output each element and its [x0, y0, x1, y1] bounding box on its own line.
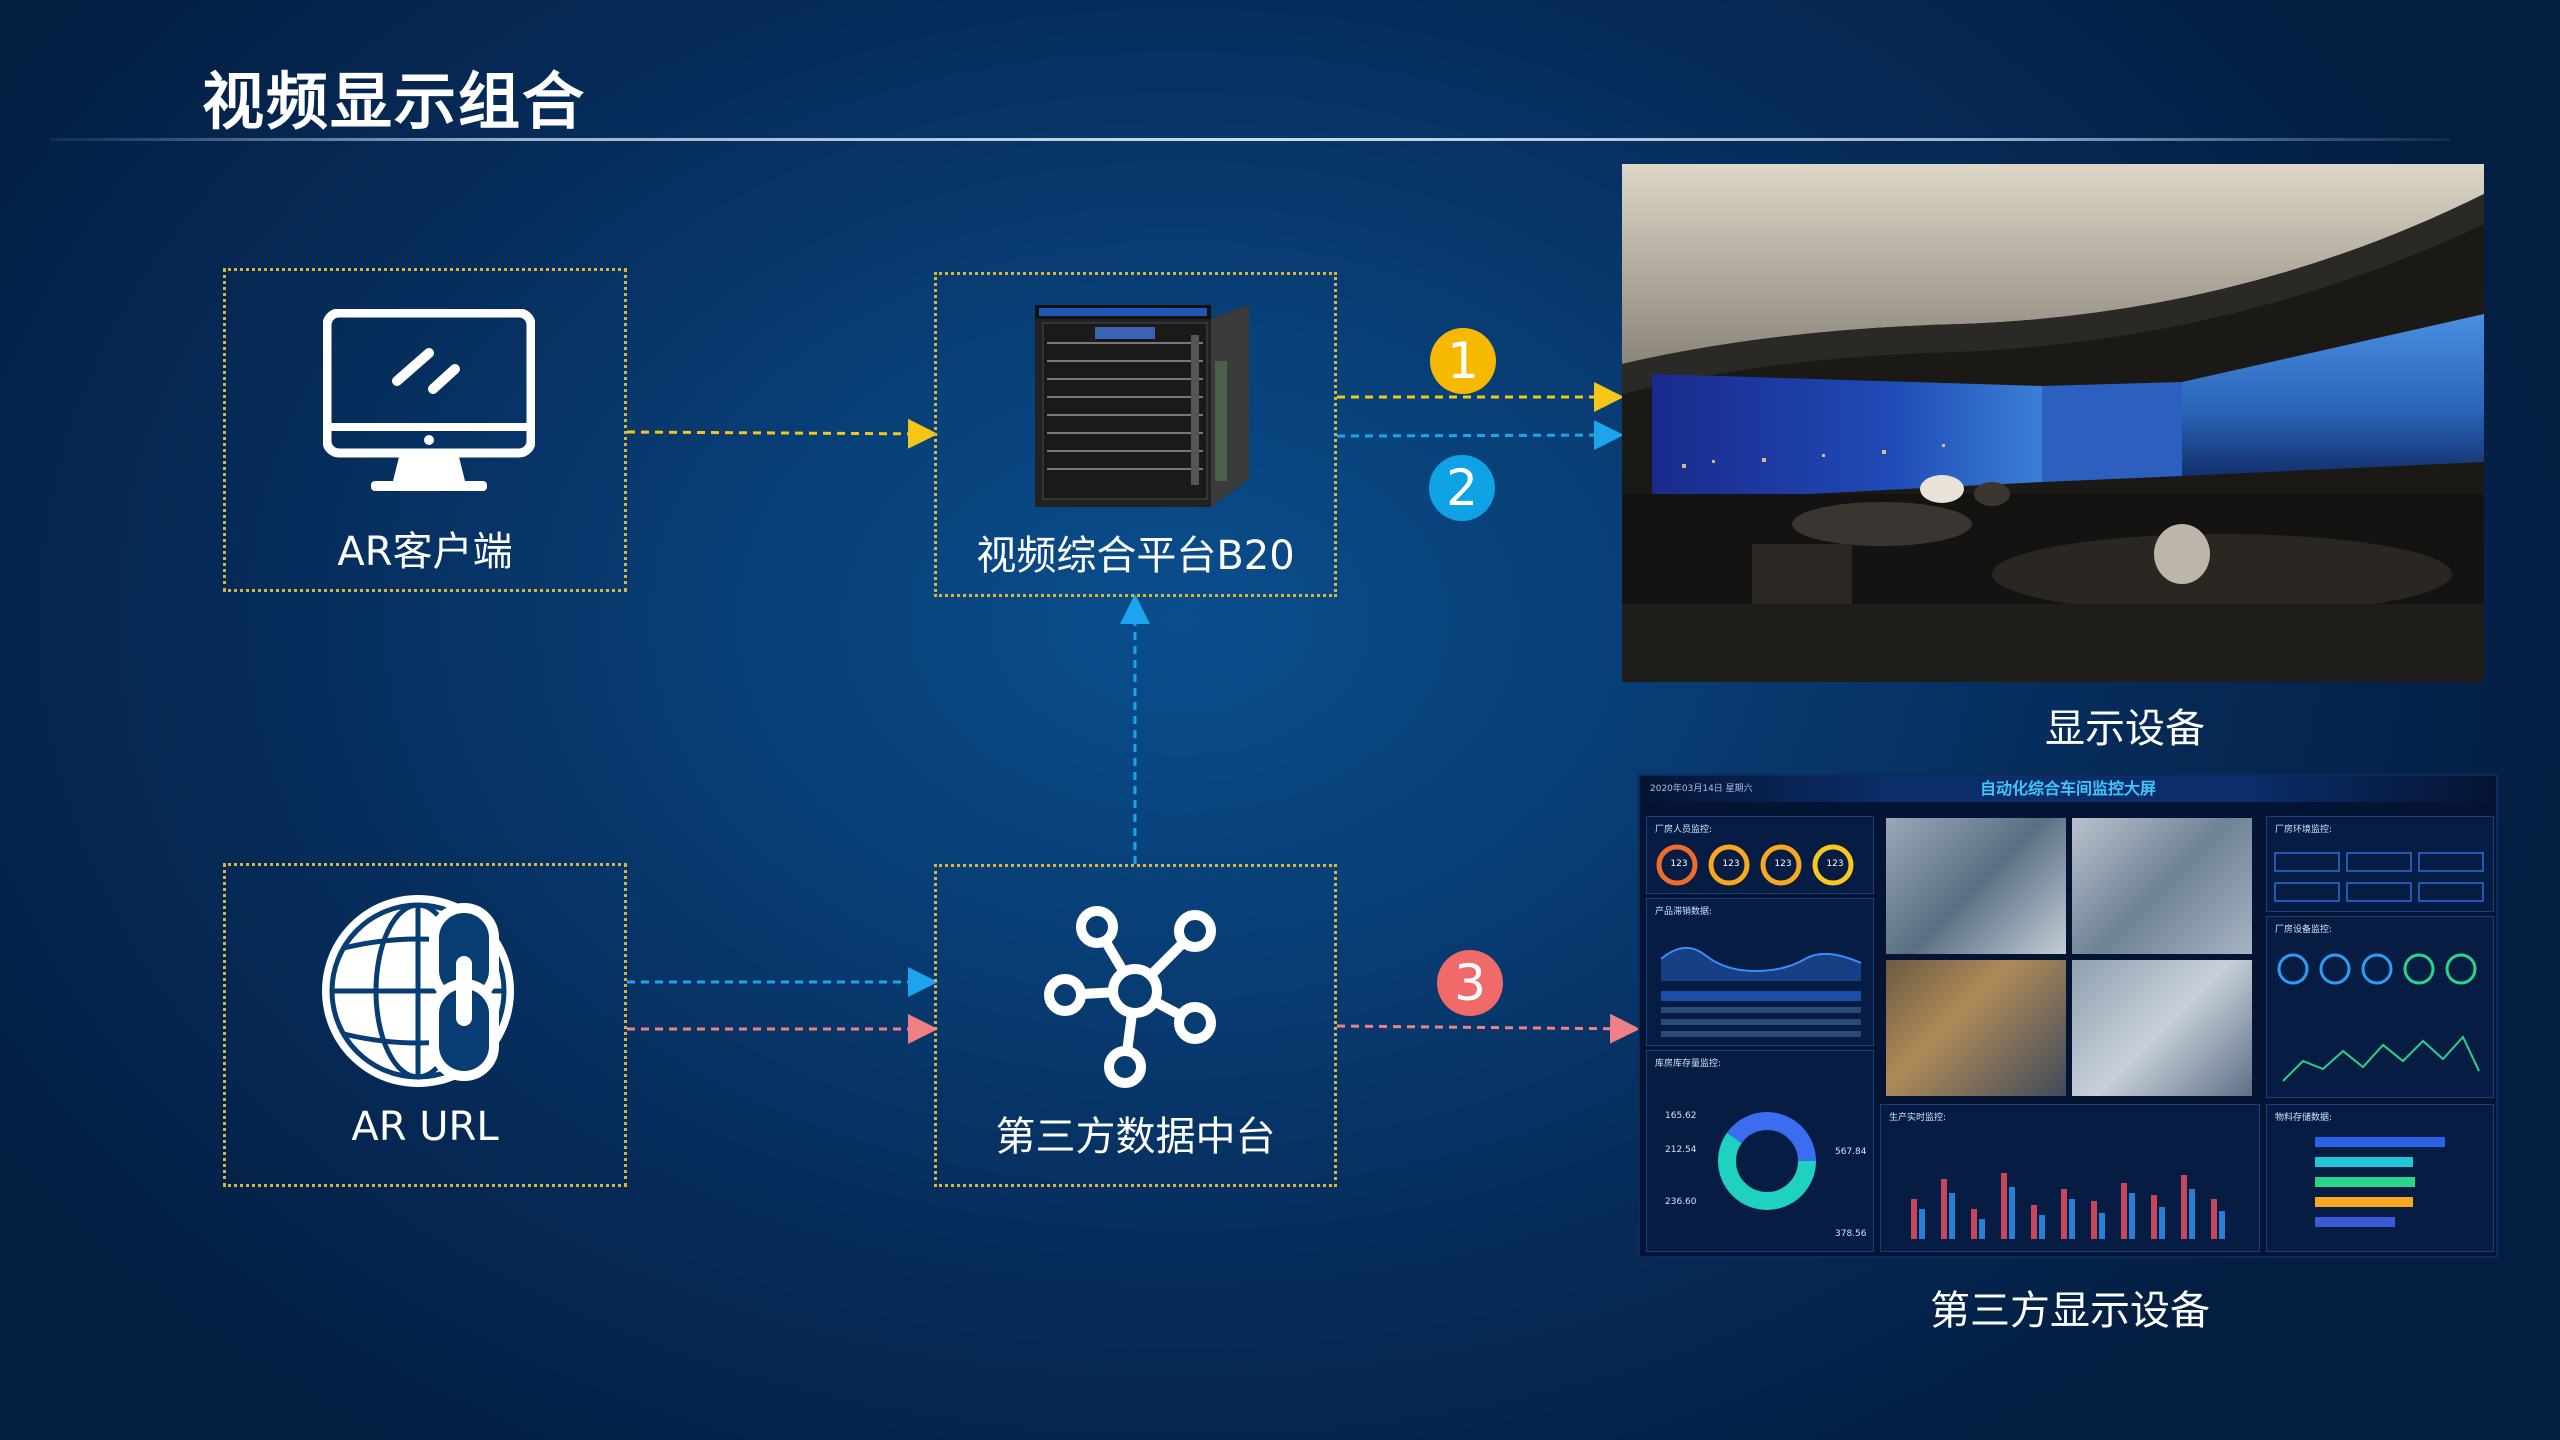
donut-label-5: 378.56 [1835, 1229, 1867, 1239]
data-center-label: 第三方数据中台 [995, 1114, 1276, 1160]
equipment-panel: 厂房设备监控: [2266, 916, 2494, 1098]
donut-label-2: 212.54 [1665, 1145, 1697, 1155]
env-panel: 厂房环境监控: [2266, 816, 2494, 912]
gauge-value-2: 123 [1722, 859, 1740, 869]
donut-label-4: 567.84 [1835, 1147, 1867, 1157]
arrow-platform-to-display-2 [1336, 420, 1624, 451]
product-panel-title: 产品滞销数据: [1655, 907, 1713, 917]
camera-feed-3 [1886, 960, 2066, 1096]
ar-client-label: AR客户端 [337, 529, 513, 575]
platform-node: 视频综合平台B20 [934, 272, 1337, 597]
third-display-caption: 第三方显示设备 [1930, 1288, 2210, 1334]
display-device-caption: 显示设备 [2045, 706, 2205, 752]
ar-client-node: AR客户端 [223, 268, 627, 592]
monitor-icon [323, 309, 535, 491]
personnel-panel-title: 厂房人员监控: [1655, 825, 1713, 835]
platform-label: 视频综合平台B20 [976, 533, 1295, 579]
network-hub-icon [1044, 906, 1216, 1088]
title-underline [50, 138, 2450, 141]
badge-2: 2 [1429, 455, 1495, 521]
ar-url-node: AR URL [223, 863, 627, 1187]
arrow-datacenter-to-third-display [1336, 1013, 1640, 1044]
arrow-arclient-to-platform [626, 418, 938, 449]
third-party-dashboard: 自动化综合车间监控大屏 2020年03月14日 星期六 厂房人员监控: 123 … [1638, 774, 2498, 1258]
data-center-node: 第三方数据中台 [934, 864, 1337, 1187]
production-panel: 生产实时监控: [1880, 1104, 2260, 1252]
donut-label-3: 236.60 [1665, 1197, 1697, 1207]
donut-label-1: 165.62 [1665, 1111, 1697, 1121]
material-panel: 物料存储数据: [2266, 1104, 2494, 1252]
display-device-photo [1622, 164, 2484, 682]
dashboard-date: 2020年03月14日 星期六 [1650, 784, 1753, 794]
badge-3: 3 [1437, 950, 1503, 1016]
equipment-panel-title: 厂房设备监控: [2275, 925, 2333, 935]
server-chassis-icon [1035, 305, 1249, 507]
inventory-panel-title: 库房库存量监控: [1655, 1059, 1722, 1069]
inventory-panel: 库房库存量监控: 165.62 212.54 236.60 567.84 378… [1646, 1050, 1874, 1252]
gauge-value-3: 123 [1774, 859, 1792, 869]
personnel-panel: 厂房人员监控: 123 123 123 123 [1646, 816, 1874, 894]
camera-feed-1 [1886, 818, 2066, 954]
env-panel-title: 厂房环境监控: [2275, 825, 2333, 835]
camera-feed-2 [2072, 818, 2252, 954]
product-panel: 产品滞销数据: [1646, 898, 1874, 1046]
ar-url-label: AR URL [351, 1104, 499, 1150]
material-panel-title: 物料存储数据: [2275, 1113, 2333, 1123]
gauge-value-4: 123 [1826, 859, 1844, 869]
gauge-value-1: 123 [1670, 859, 1688, 869]
dashboard-title: 自动化综合车间监控大屏 [1640, 776, 2496, 802]
page-title: 视频显示组合 [202, 65, 587, 138]
badge-1: 1 [1430, 328, 1496, 394]
production-panel-title: 生产实时监控: [1889, 1113, 1947, 1123]
camera-feed-4 [2072, 960, 2252, 1096]
globe-link-icon [322, 895, 514, 1087]
